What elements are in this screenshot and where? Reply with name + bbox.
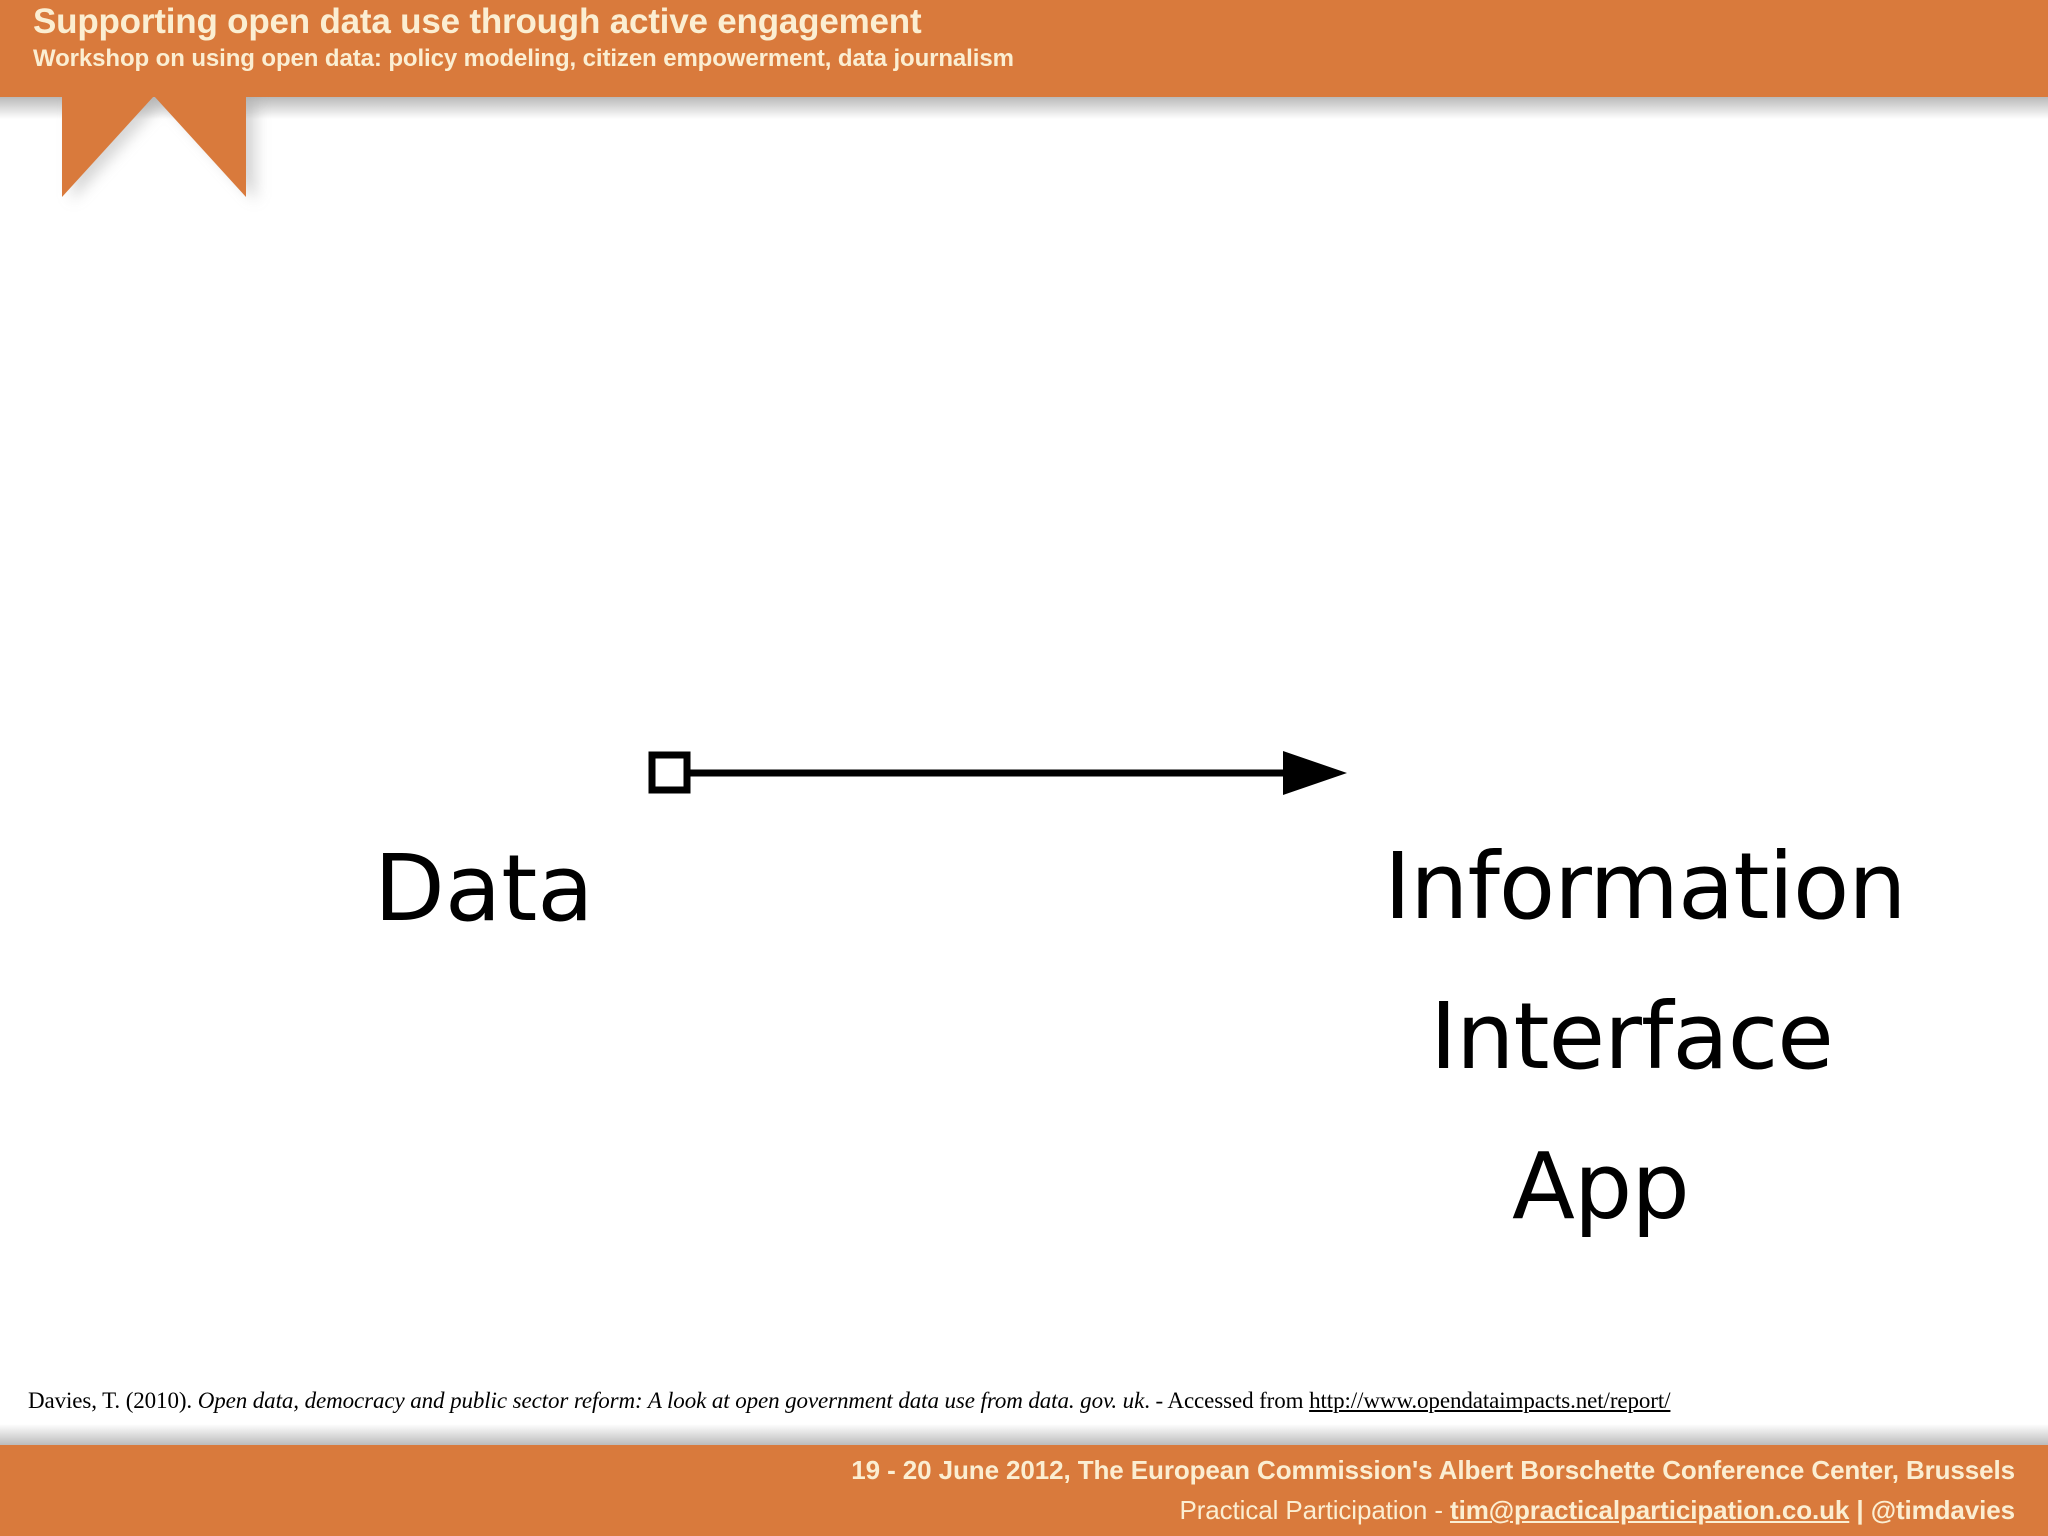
- citation-author-year: Davies, T. (2010).: [28, 1388, 198, 1413]
- header-pointer-tab: [62, 96, 246, 197]
- footer-separator: |: [1849, 1495, 1871, 1525]
- footer-drop-shadow: [0, 1424, 2048, 1445]
- header-drop-shadow: [0, 97, 2048, 119]
- node-label-interface: Interface: [1430, 983, 1834, 1090]
- flow-diagram: Data Information Interface App: [0, 119, 2048, 1439]
- connector-graphic: [648, 751, 1347, 795]
- connector-source-square: [648, 751, 691, 794]
- node-label-app: App: [1512, 1133, 1690, 1240]
- node-label-data: Data: [374, 835, 594, 942]
- footer-email-link[interactable]: tim@practicalparticipation.co.uk: [1450, 1495, 1850, 1525]
- page-title: Supporting open data use through active …: [33, 2, 922, 41]
- citation-url-link[interactable]: http://www.opendataimpacts.net/report/: [1309, 1388, 1671, 1413]
- node-label-information: Information: [1384, 833, 1907, 940]
- page-subtitle: Workshop on using open data: policy mode…: [33, 45, 1014, 72]
- footer-contact-info: Practical Participation - tim@practicalp…: [1180, 1495, 2016, 1526]
- citation-work-title: Open data, democracy and public sector r…: [197, 1388, 1145, 1413]
- footer-org-label: Practical Participation -: [1179, 1495, 1451, 1525]
- footer-bar: 19 - 20 June 2012, The European Commissi…: [0, 1445, 2048, 1536]
- footer-twitter-handle: @timdavies: [1870, 1495, 2015, 1525]
- header-bar: Supporting open data use through active …: [0, 0, 2048, 97]
- connector-arrowhead: [1283, 751, 1347, 795]
- footer-event-info: 19 - 20 June 2012, The European Commissi…: [851, 1455, 2015, 1485]
- citation-after-title: . - Accessed from: [1144, 1388, 1310, 1413]
- slide-body: Data Information Interface App: [0, 119, 2048, 1439]
- citation: Davies, T. (2010). Open data, democracy …: [28, 1388, 1671, 1414]
